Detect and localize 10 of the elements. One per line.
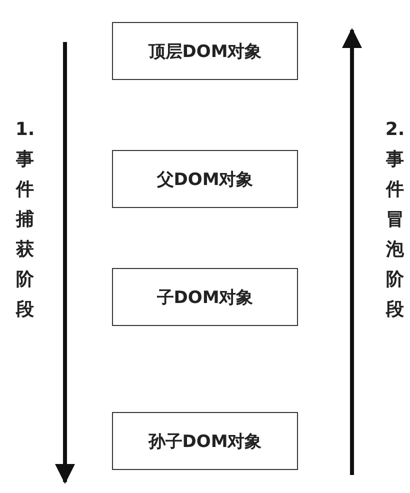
phase-label: 1. 事件捕获阶段 xyxy=(14,118,36,322)
object-box xyxy=(112,412,298,470)
box-label: 子DOM对象 xyxy=(156,286,254,308)
box-label: 孙子DOM对象 xyxy=(148,430,262,452)
object-box xyxy=(112,150,298,208)
object-box xyxy=(112,268,298,326)
box-label: 顶层DOM对象 xyxy=(148,40,262,62)
phase-label: 2. 事件冒泡阶段 xyxy=(384,118,406,322)
object-box xyxy=(112,22,298,80)
box-label: 父DOM对象 xyxy=(156,168,254,190)
